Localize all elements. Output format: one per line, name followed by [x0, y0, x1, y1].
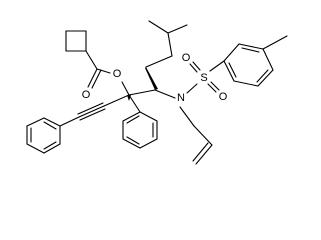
- tolyl-methyl-bond: [262, 35, 288, 50]
- ring-to-carbonyl-bond: [85, 50, 98, 70]
- chain-methyl-bond: [167, 24, 188, 34]
- quaternary-to-chiral-carbon-bond: [128, 89, 156, 96]
- phenyl-bond: [43, 143, 61, 154]
- allyl-double-bond: [195, 144, 213, 165]
- tolyl-ring: [223, 35, 288, 87]
- isobutyl-chain: [145, 20, 188, 90]
- carbonyl-to-oxygen-bond: [96, 68, 111, 74]
- nitrogen-label: N: [177, 92, 185, 104]
- molecule-diagram: O O: [26, 20, 288, 165]
- alkyne-triple-bond-upper: [77, 102, 104, 115]
- quaternary-center: [103, 89, 156, 113]
- chiral-carbon-to-nitrogen-bond: [154, 89, 176, 99]
- chain-bond: [167, 32, 173, 57]
- quaternary-to-phenyl-bond: [128, 94, 141, 113]
- allyl-group: [179, 106, 213, 165]
- phenyl-bond: [43, 117, 61, 127]
- tolyl-bond: [223, 43, 240, 62]
- phenyl-bond: [139, 111, 158, 122]
- nitrogen-to-allyl-bond: [179, 106, 195, 127]
- phenyl-bond: [139, 138, 158, 149]
- quaternary-to-alkyne-bond: [103, 94, 130, 107]
- sulfonyl-double-bond-left-second-line: [192, 61, 201, 71]
- phenyl-bond: [26, 117, 45, 127]
- alkyne-triple-bond-center: [78, 105, 105, 118]
- hashed-stereo-bond: [145, 67, 158, 90]
- terminal-phenyl-ring: [26, 117, 61, 154]
- tolyl-inner-double-bond: [256, 69, 269, 83]
- alkyne-group: [59, 102, 106, 127]
- cyclobutane-ring: [65, 30, 87, 52]
- oxygen-to-quaternary-carbon-bond: [121, 81, 130, 96]
- carbonyl-double-bond: [87, 68, 98, 88]
- sulfonyl-double-bond-left: [189, 63, 198, 73]
- tolyl-bond: [238, 43, 264, 50]
- alkyne-to-phenyl-bond: [59, 116, 80, 127]
- sulfonyl-double-bond-right-second-line: [207, 83, 217, 93]
- phenyl-bond: [122, 111, 141, 122]
- central-phenyl-ring: [122, 111, 158, 149]
- sulfonamide-group: N S O O: [154, 52, 228, 104]
- sulfur-label: S: [200, 72, 207, 84]
- carbonyl-oxygen-label: O: [82, 89, 91, 101]
- sulfonyl-oxygen-right-label: O: [219, 91, 228, 103]
- ester-oxygen-label: O: [113, 68, 122, 80]
- tolyl-bond: [257, 69, 274, 87]
- phenyl-inner-double-bond: [126, 115, 140, 124]
- allyl-bond: [193, 125, 213, 146]
- sulfonyl-double-bond-right: [210, 81, 220, 91]
- tolyl-bond: [223, 60, 235, 82]
- tolyl-inner-double-bond: [241, 47, 260, 53]
- tolyl-bond: [262, 48, 274, 71]
- sulfur-to-aryl-bond: [209, 60, 225, 72]
- phenyl-inner-double-bond: [43, 121, 57, 130]
- sulfonyl-oxygen-left-label: O: [182, 52, 191, 64]
- chain-methyl-bond: [148, 20, 169, 34]
- phenyl-bond: [122, 138, 141, 149]
- structure-drawing: O O: [26, 20, 288, 165]
- chain-bond: [145, 55, 173, 68]
- nitrogen-to-sulfur-bond: [186, 83, 198, 94]
- alkyne-triple-bond-lower: [79, 108, 106, 121]
- phenyl-inner-double-bond: [126, 136, 140, 145]
- tolyl-inner-double-bond: [228, 62, 237, 78]
- carbonyl-double-bond-second-line: [91, 69, 102, 89]
- phenyl-bond: [26, 143, 45, 154]
- ester-group: O O: [82, 50, 130, 101]
- phenyl-inner-double-bond: [43, 141, 57, 150]
- allyl-double-bond-second-line: [192, 142, 209, 162]
- tolyl-bond: [233, 80, 259, 87]
